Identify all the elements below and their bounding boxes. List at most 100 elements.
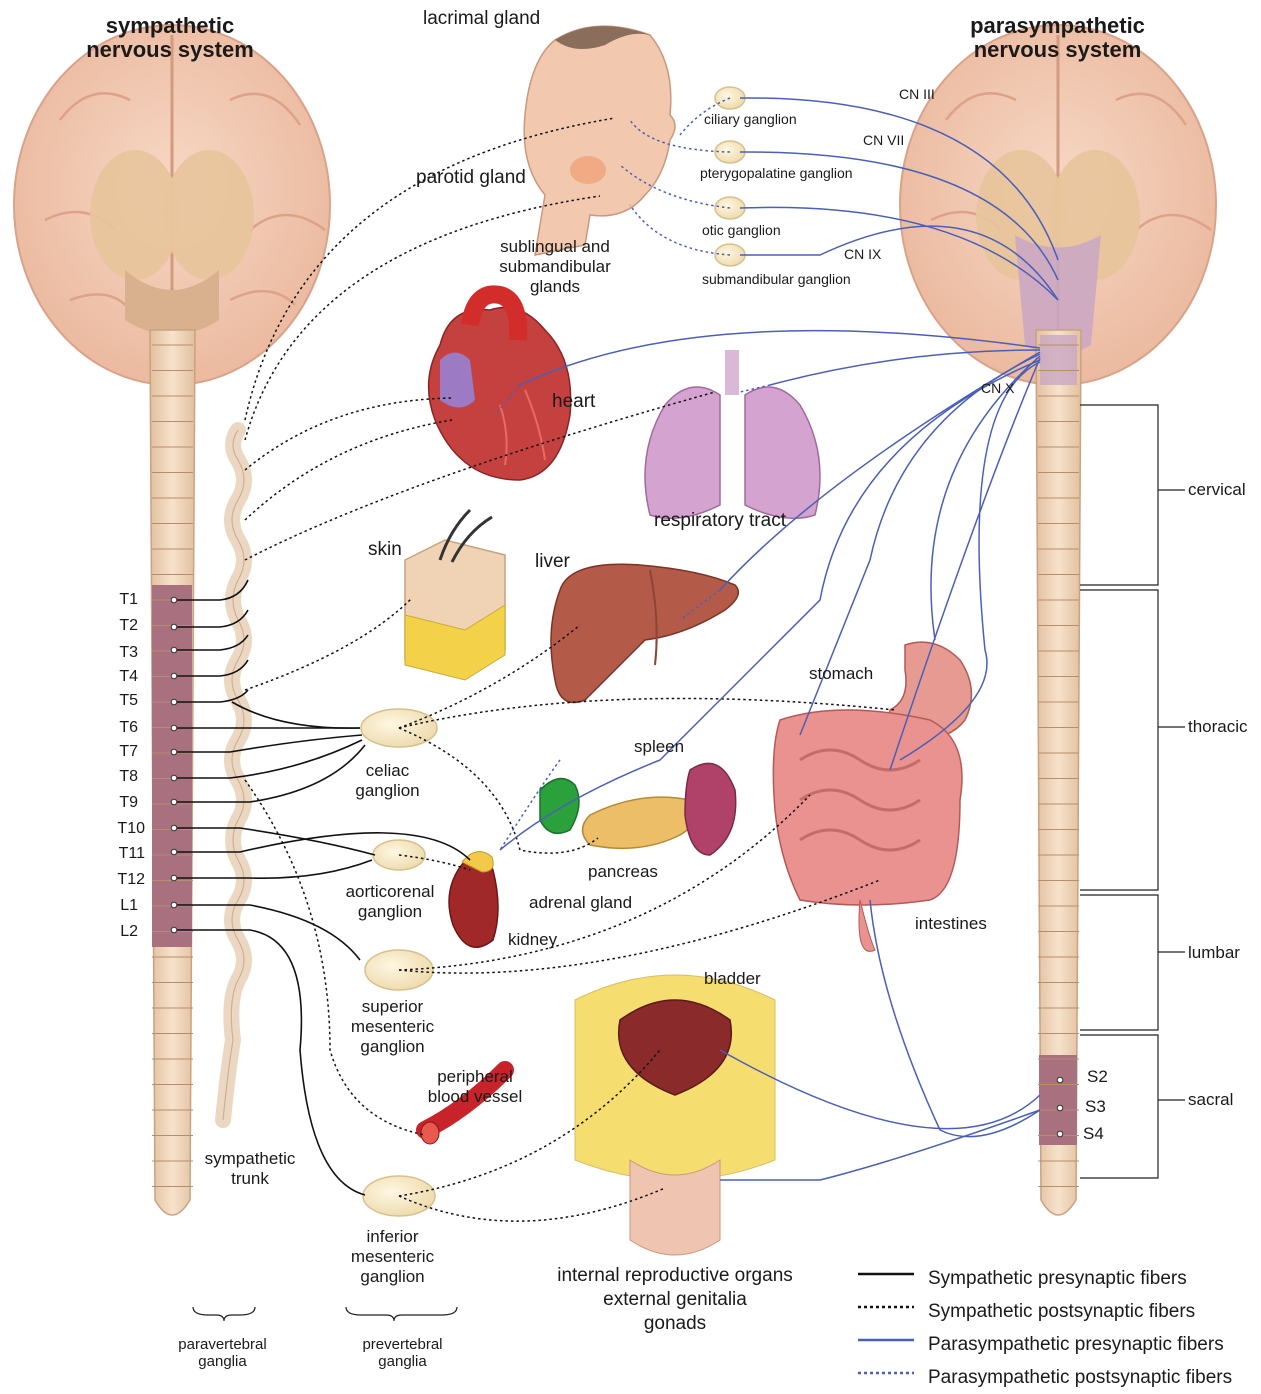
prevertebral-ganglia-label: prevertebral ganglia <box>340 1336 465 1370</box>
cell-body-dot <box>171 725 177 731</box>
cell-body-dot <box>171 825 177 831</box>
legend-label: Parasympathetic presynaptic fibers <box>928 1334 1224 1356</box>
label-line: ganglion <box>345 1037 440 1057</box>
parotid-gland-label: parotid gland <box>416 167 526 189</box>
cell-body-dot <box>1057 1105 1063 1111</box>
legend-label: Parasympathetic postsynaptic fibers <box>928 1367 1232 1389</box>
label-line: inferior <box>345 1227 440 1247</box>
cell-body-dot <box>171 849 177 855</box>
superior-mesenteric-ganglion-label: superior mesenteric ganglion <box>345 997 440 1057</box>
parasympathetic-title: parasympathetic nervous system <box>930 14 1185 62</box>
bladder-label: bladder <box>704 969 761 989</box>
segment-T7: T7 <box>98 743 138 761</box>
skin-illustration <box>405 510 505 680</box>
sympathetic-trunk <box>223 430 244 1120</box>
celiac-ganglion-label: celiac ganglion <box>345 761 430 801</box>
cn-vii-label: CN VII <box>863 132 904 149</box>
adrenal-gland-label: adrenal gland <box>529 893 632 913</box>
label-line: submandibular <box>480 257 630 277</box>
heart-illustration <box>429 294 571 480</box>
gallbladder-pancreas-spleen <box>540 763 736 855</box>
title-line: nervous system <box>930 38 1185 62</box>
label-line: aorticorenal <box>330 882 450 902</box>
cell-body-dot <box>171 775 177 781</box>
intestines-label: intestines <box>915 914 987 934</box>
label-line: gonads <box>535 1312 815 1336</box>
cell-body-dot <box>171 647 177 653</box>
cell-body-dot <box>171 927 177 933</box>
segment-T1: T1 <box>98 591 138 609</box>
heart-label: heart <box>552 391 595 413</box>
label-line: mesenteric <box>345 1017 440 1037</box>
label-line: celiac <box>345 761 430 781</box>
brainstem-segment <box>1040 335 1077 385</box>
label-line: prevertebral <box>340 1336 465 1353</box>
cell-body-dot <box>171 902 177 908</box>
legend-item: Parasympathetic presynaptic fibers <box>856 1328 1261 1361</box>
stomach-label: stomach <box>809 664 873 684</box>
cell-body-dot <box>171 749 177 755</box>
segment-L1: L1 <box>98 897 138 915</box>
cell-body-dot <box>171 597 177 603</box>
label-line: sympathetic <box>195 1149 305 1169</box>
region-cervical: cervical <box>1188 480 1246 500</box>
segment-T2: T2 <box>98 617 138 635</box>
segment-T12: T12 <box>105 871 145 889</box>
label-line: internal reproductive organs <box>535 1264 815 1288</box>
submandibular-ganglion-label: submandibular ganglion <box>702 271 851 288</box>
segment-T4: T4 <box>98 668 138 686</box>
segment-T5: T5 <box>98 692 138 710</box>
title-line: nervous system <box>55 38 285 62</box>
liver-illustration <box>551 564 738 702</box>
inferior-mesenteric-ganglion-label: inferior mesenteric ganglion <box>345 1227 440 1287</box>
sympathetic-spinal-cord <box>150 330 195 1215</box>
sublingual-glands-label: sublingual and submandibular glands <box>480 237 630 297</box>
label-line: ganglion <box>345 781 430 801</box>
label-line: paravertebral <box>160 1336 285 1353</box>
peripheral-blood-vessel-label: peripheral blood vessel <box>420 1067 530 1107</box>
segment-T6: T6 <box>98 719 138 737</box>
title-line: parasympathetic <box>930 14 1185 38</box>
label-line: ganglion <box>330 902 450 922</box>
pancreas-label: pancreas <box>588 862 658 882</box>
label-line: ganglia <box>160 1353 285 1370</box>
liver-label: liver <box>535 551 570 573</box>
segment-S4: S4 <box>1083 1124 1104 1144</box>
cell-body-dot <box>171 875 177 881</box>
legend-label: Sympathetic presynaptic fibers <box>928 1268 1187 1290</box>
reproductive-organs-label: internal reproductive organs external ge… <box>535 1264 815 1336</box>
pterygopalatine-ganglion-label: pterygopalatine ganglion <box>700 165 853 182</box>
region-lumbar: lumbar <box>1188 943 1240 963</box>
spinal-region-brackets <box>1080 405 1185 1178</box>
title-line: sympathetic <box>55 14 285 38</box>
lacrimal-gland-label: lacrimal gland <box>423 8 540 30</box>
sympathetic-trunk-label: sympathetic trunk <box>195 1149 305 1189</box>
label-line: peripheral <box>420 1067 530 1087</box>
cell-body-dot <box>171 673 177 679</box>
paravertebral-ganglia-label: paravertebral ganglia <box>160 1336 285 1370</box>
thoracolumbar-segment <box>152 585 192 947</box>
legend-item: Parasympathetic postsynaptic fibers <box>856 1361 1261 1394</box>
lungs-illustration <box>645 350 820 518</box>
segment-L2: L2 <box>98 923 138 941</box>
sympathetic-title: sympathetic nervous system <box>55 14 285 62</box>
segment-T8: T8 <box>98 768 138 786</box>
legend-item: Sympathetic presynaptic fibers <box>856 1262 1261 1295</box>
cell-body-dot <box>171 624 177 630</box>
label-line: trunk <box>195 1169 305 1189</box>
parotid-gland-shape <box>570 156 606 184</box>
segment-T11: T11 <box>105 845 145 863</box>
segment-S3: S3 <box>1085 1097 1106 1117</box>
label-line: glands <box>480 277 630 297</box>
cn-iii-label: CN III <box>899 86 935 103</box>
ganglia-group-braces <box>193 1307 457 1321</box>
segment-T3: T3 <box>98 644 138 662</box>
spleen-label: spleen <box>634 737 684 757</box>
cn-ix-label: CN IX <box>844 246 881 263</box>
cn-x-label: CN X <box>981 380 1014 397</box>
region-thoracic: thoracic <box>1188 717 1248 737</box>
kidney-label: kidney <box>508 930 557 950</box>
cell-body-dot <box>1057 1131 1063 1137</box>
label-line: ganglia <box>340 1353 465 1370</box>
ciliary-ganglion-label: ciliary ganglion <box>704 111 797 128</box>
